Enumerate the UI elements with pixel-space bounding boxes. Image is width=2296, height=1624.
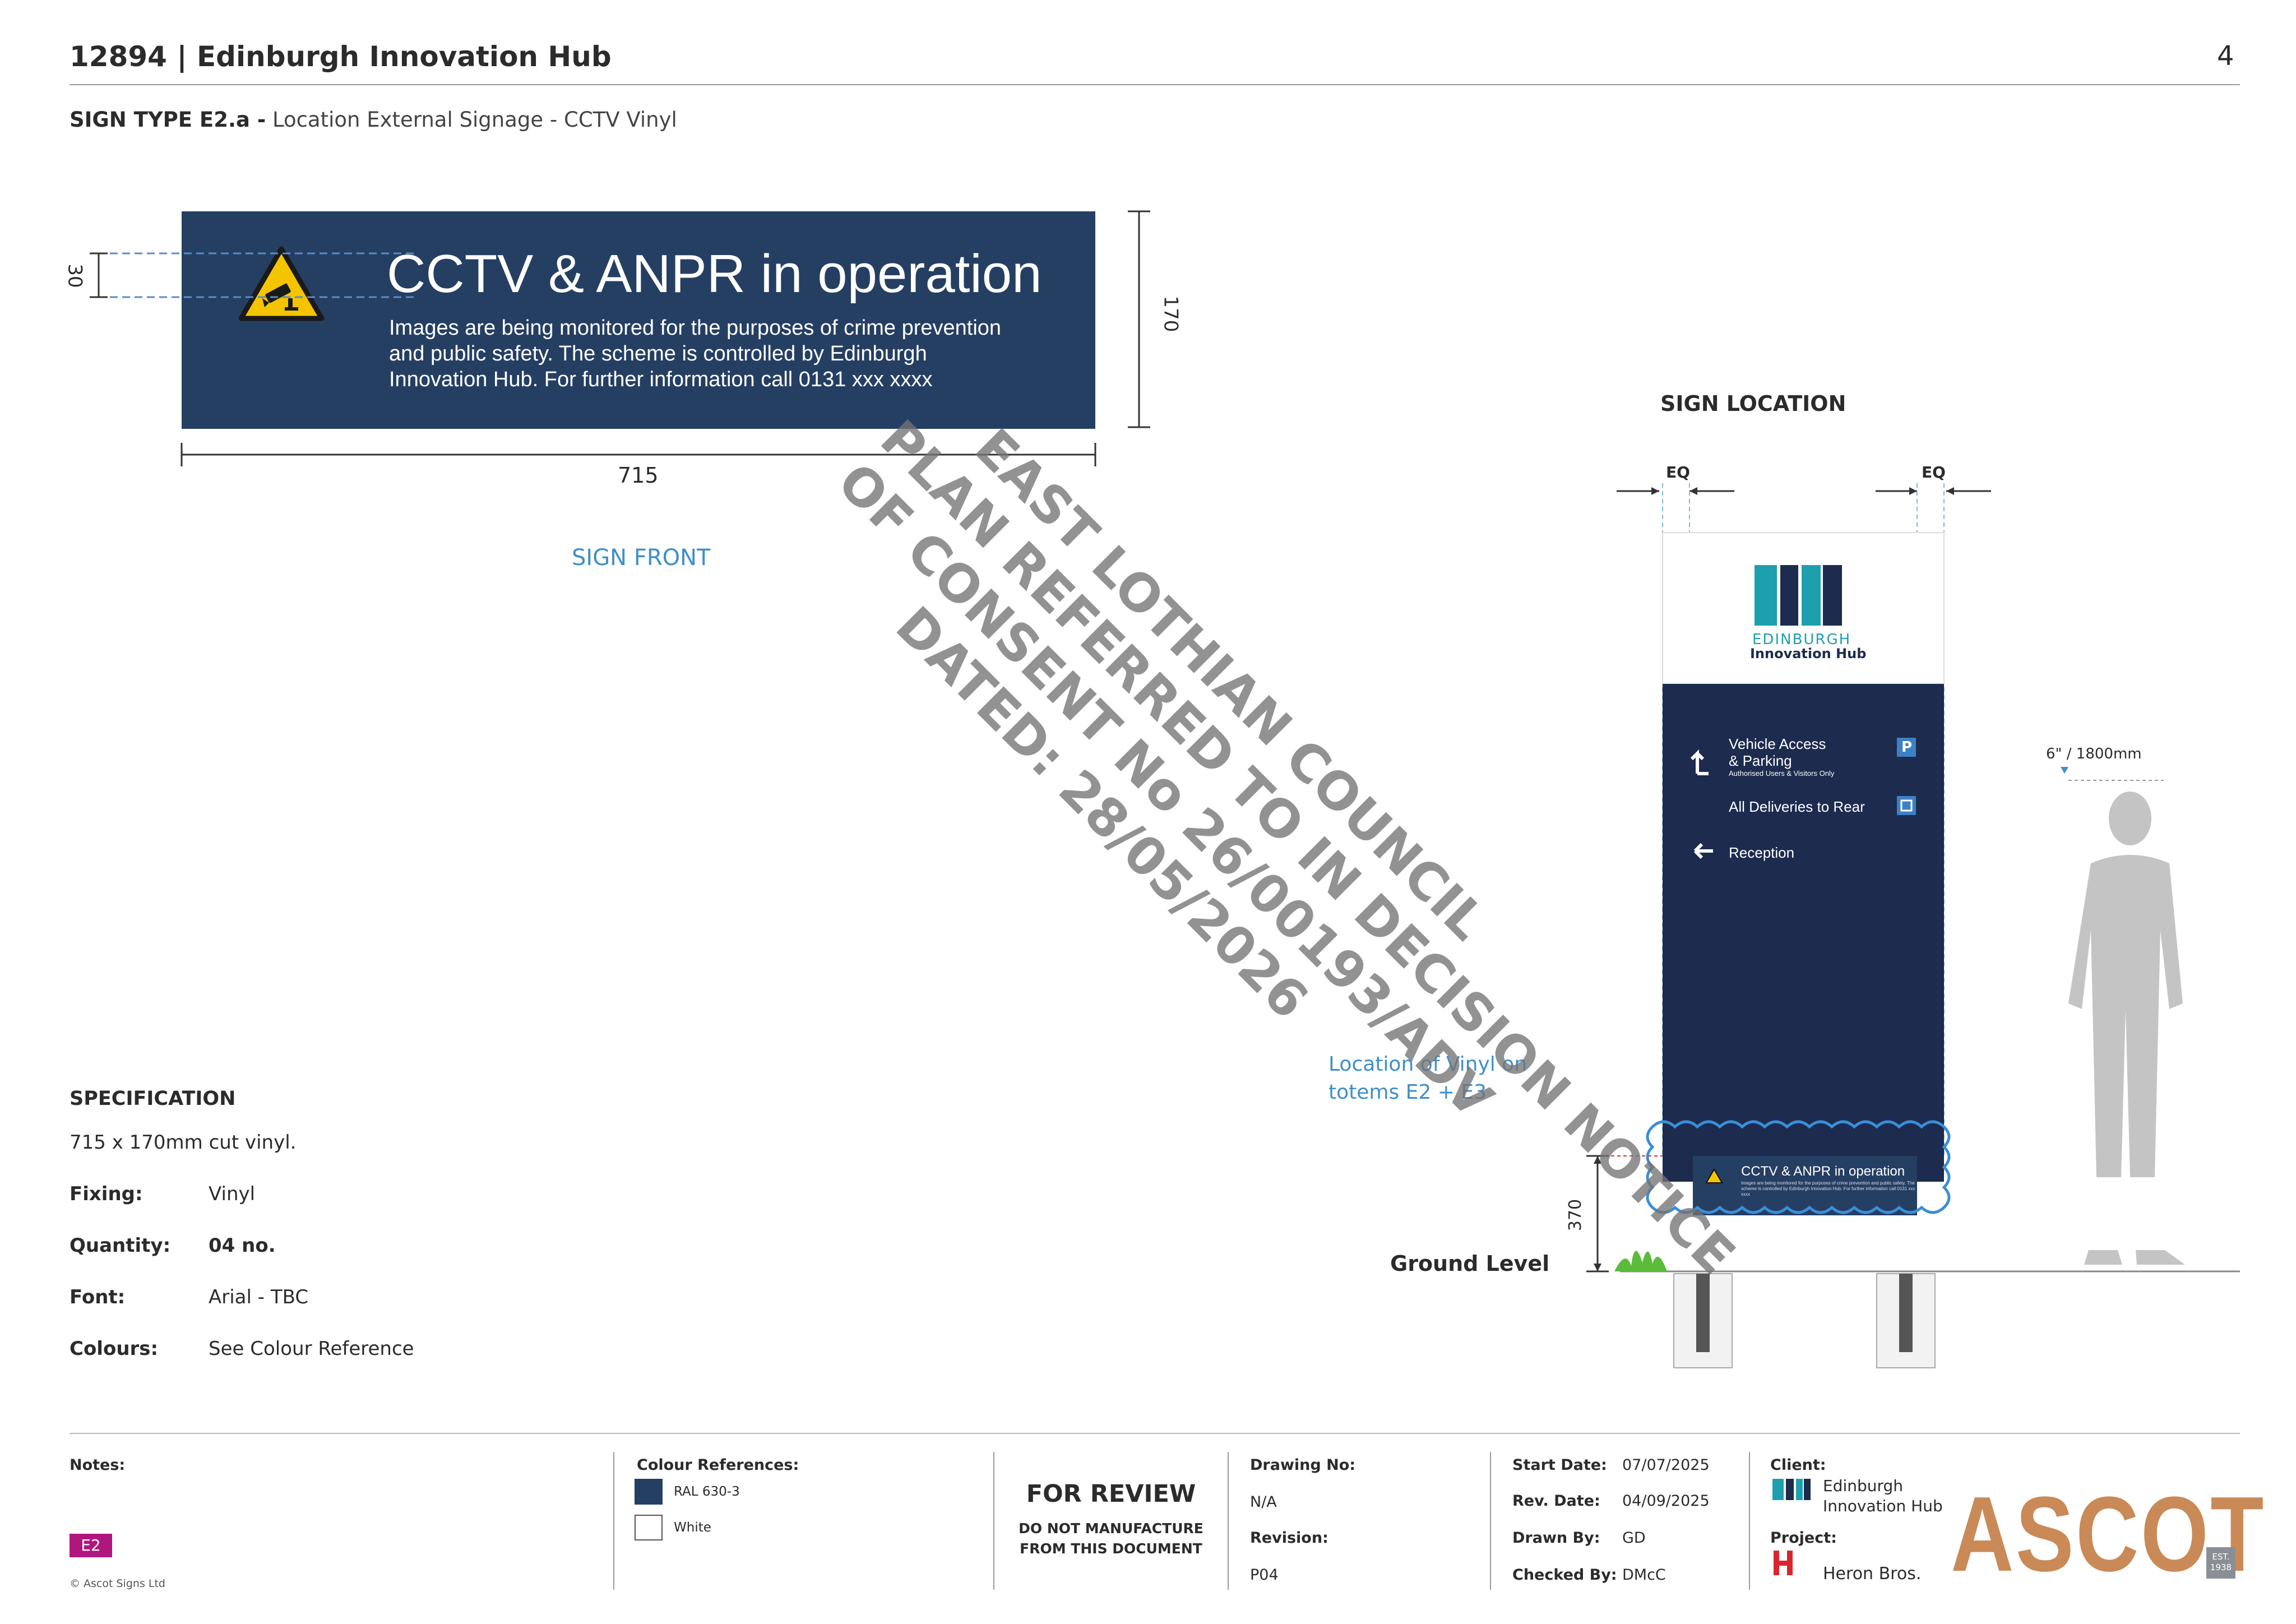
document-title: 12894 | Edinburgh Innovation Hub (70, 40, 612, 73)
mini-sign-body: Images are being monitored for the purpo… (1741, 1181, 1915, 1197)
ground-level-label: Ground Level (1390, 1251, 1550, 1276)
sign-body-text: Images are being monitored for the purpo… (389, 315, 1001, 392)
nav-vehicle-access-line2: & Parking (1729, 752, 1792, 769)
sign-front-panel (182, 211, 1095, 429)
rev-date-value: 04/09/2025 (1622, 1492, 1710, 1510)
dimension-sign-width: 715 (618, 463, 659, 488)
colour-swatch-ral (635, 1479, 663, 1505)
stamp-line2: PLAN REFERRED TO IN DECISION NOTICE (869, 409, 1747, 1287)
specification-size: 715 x 170mm cut vinyl. (70, 1131, 297, 1154)
eq-right-label: EQ (1922, 463, 1946, 482)
ascot-est-year: 1938 (2210, 1562, 2232, 1572)
dimension-sign-height: 170 (1159, 295, 1182, 332)
spec-fixing-label: Fixing: (70, 1183, 143, 1205)
client-logo-icon (1771, 1478, 1812, 1505)
vinyl-location-note-line1: Location of Vinyl on (1328, 1053, 1527, 1076)
spec-font-value: Arial - TBC (209, 1286, 309, 1308)
ascot-est-label: EST. (2212, 1552, 2230, 1562)
dimension-icon-height: 30 (63, 263, 86, 288)
sign-type-code: SIGN TYPE E2.a - (70, 108, 266, 132)
colour-references-label: Colour References: (637, 1456, 799, 1474)
project-value: Heron Bros. (1823, 1564, 1922, 1584)
header-divider (70, 84, 2240, 85)
project-label: Project: (1770, 1529, 1837, 1547)
e2-badge: E2 (70, 1534, 112, 1557)
title-block-divider (70, 1433, 2240, 1434)
logo-wordmark-line2: Innovation Hub (1750, 646, 1867, 661)
drawing-no-label: Drawing No: (1250, 1456, 1356, 1474)
stamp-line3: OF CONSENT No 26/00193/ADV (826, 451, 1505, 1130)
drawn-by-label: Drawn By: (1512, 1529, 1600, 1547)
vinyl-location-note: Location of Vinyl on totems E2 + E3 (1328, 1051, 1527, 1107)
eq-left-label: EQ (1666, 463, 1690, 482)
rev-date-label: Rev. Date: (1512, 1492, 1600, 1510)
sign-type-description: Location External Signage - CCTV Vinyl (272, 108, 677, 132)
title-block-separator (1490, 1452, 1491, 1590)
drawing-no-value: N/A (1250, 1493, 1277, 1511)
spec-colours-value: See Colour Reference (209, 1338, 414, 1360)
mount-height-dimension: 370 (1566, 1199, 1586, 1232)
sign-location-drawing (1586, 483, 2240, 1368)
sign-body-line: and public safety. The scheme is control… (389, 342, 927, 365)
sign-front-caption: SIGN FRONT (572, 545, 711, 571)
nav-deliveries: All Deliveries to Rear (1729, 798, 1865, 815)
specification-title: SPECIFICATION (70, 1088, 236, 1110)
revision-label: Revision: (1250, 1529, 1328, 1547)
title-block-separator (993, 1452, 994, 1590)
client-label: Client: (1770, 1456, 1826, 1474)
mini-sign-heading: CCTV & ANPR in operation (1741, 1164, 1905, 1179)
client-name-line2: Innovation Hub (1823, 1497, 1943, 1515)
nav-vehicle-access-line1: Vehicle Access (1729, 735, 1826, 752)
review-warning-line1: DO NOT MANUFACTURE (1019, 1520, 1203, 1537)
start-date-value: 07/07/2025 (1622, 1456, 1710, 1474)
client-name-line1: Edinburgh (1823, 1477, 1904, 1495)
vinyl-location-note-line2: totems E2 + E3 (1328, 1081, 1487, 1104)
parking-badge: P (1901, 739, 1913, 756)
spec-font-label: Font: (70, 1286, 126, 1308)
for-review-title: FOR REVIEW (1026, 1480, 1196, 1508)
person-height-label: 6" / 1800mm (2046, 746, 2142, 762)
spec-fixing-value: Vinyl (209, 1183, 256, 1205)
colour-swatch-white (635, 1515, 663, 1540)
title-block-separator (613, 1452, 614, 1590)
review-warning-line2: FROM THIS DOCUMENT (1020, 1540, 1202, 1557)
spec-colours-label: Colours: (70, 1338, 159, 1360)
checked-by-label: Checked By: (1512, 1566, 1617, 1584)
drawn-by-value: GD (1622, 1529, 1646, 1547)
notes-label: Notes: (70, 1456, 126, 1474)
sign-body-line: Innovation Hub. For further information … (389, 368, 933, 391)
spec-quantity-value: 04 no. (209, 1234, 276, 1257)
ascot-est-badge: EST. 1938 (2206, 1547, 2235, 1579)
title-block-separator (1749, 1452, 1750, 1590)
sign-heading: CCTV & ANPR in operation (387, 244, 1042, 304)
camera-warning-icon (238, 246, 325, 321)
nav-vehicle-access-sub: Authorised Users & Visitors Only (1729, 769, 1835, 778)
page-number: 4 (2217, 40, 2234, 72)
nav-reception: Reception (1729, 844, 1795, 861)
sign-location-title: SIGN LOCATION (1660, 391, 1846, 416)
heron-logo-icon (1772, 1549, 1795, 1583)
title-block-separator (1228, 1452, 1229, 1590)
colour-name-white: White (674, 1520, 711, 1535)
colour-name-ral: RAL 630-3 (674, 1484, 740, 1499)
sign-dimension-lines (90, 210, 1150, 466)
logo-wordmark-line1: EDINBURGH (1752, 631, 1851, 648)
revision-value: P04 (1250, 1566, 1279, 1584)
sign-type-heading: SIGN TYPE E2.a - Location External Signa… (70, 108, 677, 132)
sign-body-line: Images are being monitored for the purpo… (389, 316, 1002, 340)
spec-quantity-label: Quantity: (70, 1234, 171, 1257)
nav-vehicle-access: Vehicle Access & Parking Authorised User… (1729, 735, 1834, 778)
checked-by-value: DMcC (1622, 1566, 1666, 1584)
copyright-text: © Ascot Signs Ltd (70, 1577, 165, 1590)
start-date-label: Start Date: (1512, 1456, 1607, 1474)
